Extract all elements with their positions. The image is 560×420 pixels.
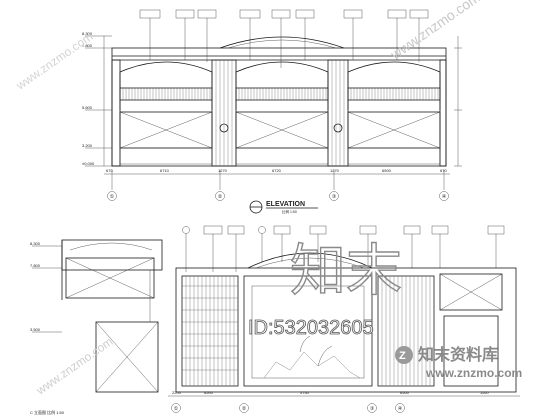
grid-label: ④: [442, 194, 447, 200]
dim-label: 6720: [272, 168, 282, 173]
bottom-bottom-dims: 2200 6500 5740 6500 1100: [168, 390, 520, 397]
watermark-diagonal-url: www.znzmo.com: [387, 0, 483, 63]
grid-label: ①: [174, 406, 179, 412]
level-mark: 8.300: [30, 241, 41, 246]
dim-label: 670: [106, 168, 113, 173]
grid-label: ②: [218, 194, 223, 200]
level-mark: 5.600: [82, 105, 93, 110]
level-mark: ±0.000: [82, 161, 95, 166]
dim-label: 6710: [160, 168, 170, 173]
watermark-logo: Z: [395, 346, 413, 364]
watermark-site-url: www.znzmo.com: [425, 366, 522, 380]
watermark-diagonal-url: www.znzmo.com: [33, 334, 116, 398]
top-bottom-dims: 670 6710 1270 6720 1270 6500 670: [104, 168, 450, 190]
level-mark: 3.500: [30, 327, 41, 332]
grid-label: ③: [370, 406, 375, 412]
dim-label: 6500: [400, 390, 410, 395]
elevation-title: ELEVATION: [266, 201, 305, 208]
dim-label: 2200: [172, 390, 182, 395]
level-mark: 7.800: [82, 43, 93, 48]
top-elevation: 8.300 7.800 5.600 3.200 ±0.000: [82, 9, 462, 214]
dim-label: 1100: [480, 390, 489, 395]
watermark-site-cn: 知末资料库: [418, 345, 498, 364]
bottom-caption: C 立面图 比例 1:50: [30, 409, 65, 415]
top-bays: [119, 61, 441, 165]
top-grid-bubbles: ① ② ③ ④: [107, 191, 449, 201]
top-level-marks: 8.300 7.800 5.600 3.200 ±0.000: [82, 31, 112, 167]
bottom-level-marks: 8.300 7.800 3.500: [30, 241, 62, 333]
dim-label: 6500: [204, 390, 214, 395]
top-cornice: [112, 55, 446, 61]
right-panel: [377, 273, 503, 387]
dim-label: 5740: [300, 390, 310, 395]
center-canopy-arch: [219, 36, 345, 49]
dim-label: 670: [440, 168, 447, 173]
bottom-elevation: 8.300 7.800 3.500: [30, 225, 520, 415]
top-callout-tags: [139, 9, 429, 68]
dim-label: 6500: [382, 168, 392, 173]
top-right-dims: [454, 36, 462, 167]
bottom-grid-bubbles: ① ② ③ ④: [171, 403, 405, 413]
top-drawing-title: ELEVATION 比例 1:50: [249, 200, 318, 214]
center-opening: [243, 275, 373, 387]
grid-label: ③: [332, 194, 337, 200]
grid-label: ①: [110, 194, 115, 200]
watermark-id: ID:532032605: [248, 317, 374, 339]
dim-label: 1270: [218, 168, 228, 173]
watermark-glyphs: 知末: [290, 239, 402, 302]
level-mark: 7.800: [30, 263, 41, 268]
left-section-box: [61, 239, 163, 393]
wine-rack-left: [181, 275, 239, 387]
level-mark: 8.300: [82, 31, 93, 36]
grid-label: ②: [242, 406, 247, 412]
bottom-elevation-frame: [175, 267, 517, 393]
bottom-canopy-arch: [247, 252, 373, 269]
svg-text:Z: Z: [399, 350, 406, 362]
top-pilasters: [111, 59, 447, 167]
watermark-diagonal-url: www.znzmo.com: [13, 29, 96, 93]
elevation-subtitle: 比例 1:50: [282, 209, 297, 214]
dim-label: 1270: [330, 168, 340, 173]
level-mark: 3.200: [82, 143, 93, 148]
bottom-callout-tags: [182, 225, 505, 272]
grid-label: ④: [398, 406, 403, 412]
